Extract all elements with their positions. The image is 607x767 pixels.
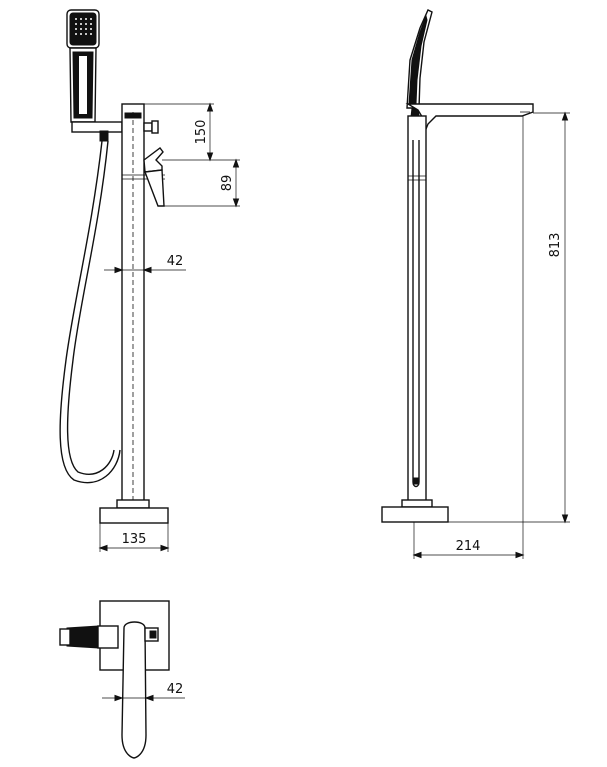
side-floor-base — [381, 499, 449, 523]
column — [121, 103, 165, 509]
floor-base — [99, 499, 169, 524]
dim-813-label: 813 — [548, 233, 563, 258]
dim-42-front: 42 — [104, 254, 186, 274]
dim-150-label: 150 — [194, 120, 209, 145]
dim-42-top-label: 42 — [167, 682, 184, 697]
dim-150: 150 — [144, 102, 240, 162]
side-view: 813 214 — [381, 9, 570, 559]
dim-89: 89 — [164, 158, 240, 208]
dim-89-label: 89 — [220, 175, 235, 192]
shower-hose — [59, 140, 121, 484]
mixer-handle — [143, 147, 165, 207]
dim-42-top: 42 — [102, 682, 185, 702]
dim-214: 214 — [412, 116, 525, 559]
side-column — [407, 115, 427, 508]
hand-shower-head — [66, 9, 100, 123]
side-spout — [405, 103, 534, 135]
dim-813: 813 — [448, 111, 570, 524]
top-spout — [121, 621, 159, 759]
dim-135-label: 135 — [122, 532, 147, 547]
dim-42-front-label: 42 — [167, 254, 184, 269]
dim-214-label: 214 — [456, 539, 481, 554]
diverter-knob — [143, 120, 159, 134]
dim-135: 135 — [98, 523, 170, 552]
front-view: 150 89 42 135 — [59, 9, 240, 552]
top-hand-shower — [59, 625, 119, 649]
top-view: 42 — [59, 600, 185, 759]
shower-holder — [71, 121, 123, 142]
